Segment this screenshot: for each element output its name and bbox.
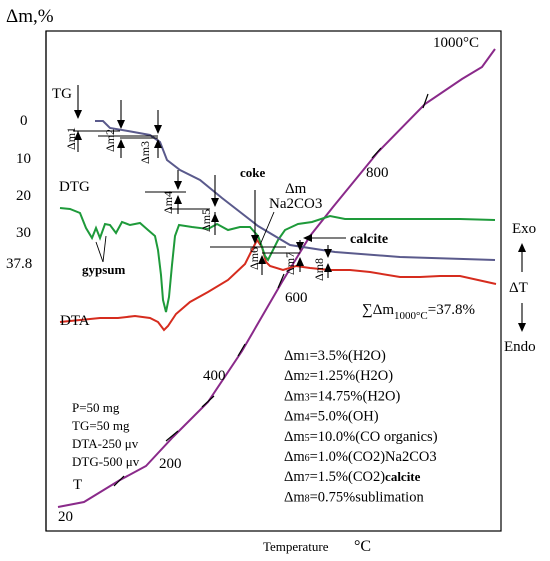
temperature-tick (277, 273, 285, 289)
step-label-dm8: Δm8 (312, 258, 326, 281)
mass-loss-item: Δm1=3.5%(H2O) (284, 348, 386, 364)
temperature-tick (371, 147, 382, 159)
annotation-gypsum: gypsum (82, 262, 126, 277)
gypsum-leader (95, 241, 104, 263)
step-labels: Δm1 Δm2 Δm3 Δm4 Δm5 Δm6 Δm7 Δm8 (64, 127, 326, 281)
parameters-block: P=50 mg TG=50 mg DTA-250 μv DTG-500 μv (72, 400, 140, 469)
step-label-dm7: Δm7 (283, 252, 297, 275)
temperature-tick (113, 475, 125, 487)
temperature-label: 20 (58, 509, 73, 525)
param-line: P=50 mg (72, 400, 120, 415)
annotation-na2co3: Na2CO3 (269, 196, 322, 212)
annotation-coke: coke (240, 165, 266, 180)
temperature-tick (237, 343, 246, 357)
step-label-dm1: Δm1 (64, 127, 78, 150)
gypsum-leader-2 (102, 235, 107, 263)
temperature-tick (165, 430, 179, 442)
temperature-tick (201, 395, 215, 408)
mass-loss-item: Δm6=1.0%(CO2)Na2CO3 (284, 449, 437, 465)
temperature-label: 1000°C (433, 35, 479, 51)
mass-loss-item: Δm3=14.75%(H2O) (284, 388, 401, 404)
mass-loss-item: Δm5=10.0%(CO organics) (284, 429, 438, 445)
step-label-dm2: Δm2 (103, 129, 117, 152)
label-endo: Endo (504, 339, 536, 355)
series-label-dta: DTA (60, 313, 90, 329)
x-axis-unit: °C (354, 538, 371, 555)
step-label-dm6: Δm6 (247, 247, 261, 270)
label-exo: Exo (512, 221, 536, 237)
y-axis-title: Δm,% (6, 6, 54, 27)
exo-arrowhead (518, 243, 526, 252)
calcite-arrowhead (303, 234, 312, 242)
endo-arrowhead (518, 323, 526, 332)
temperature-label: 800 (366, 165, 389, 181)
series-t-line (57, 48, 496, 508)
step-guides (73, 130, 300, 254)
y-tick-label: 0 (20, 113, 28, 129)
series-dta-line (59, 238, 497, 332)
series-tg-line (95, 120, 496, 261)
param-line: DTG-500 μv (72, 454, 140, 469)
series-dtg-line (59, 207, 496, 313)
label-delta-t: ΔT (509, 280, 528, 296)
y-tick-label: 30 (16, 225, 31, 241)
param-line: DTA-250 μv (72, 436, 139, 451)
mass-loss-item: Δm8=0.75%sublimation (284, 489, 424, 505)
step-label-dm5: Δm5 (199, 209, 213, 232)
series-label-dtg: DTG (59, 179, 90, 195)
mass-loss-item: Δm4=5.0%(OH) (284, 409, 379, 425)
temperature-label: 400 (203, 368, 226, 384)
series-label-t: T (73, 477, 82, 493)
param-line: TG=50 mg (72, 418, 130, 433)
mass-loss-item: Δm2=1.25%(H2O) (284, 368, 393, 384)
mass-loss-list: Δm1=3.5%(H2O) Δm2=1.25%(H2O) Δm3=14.75%(H2… (284, 348, 438, 505)
na2co3-leader (259, 211, 275, 246)
y-tick-label: 20 (16, 188, 31, 204)
annotation-sum: ∑Δm1000°C=37.8% (362, 302, 475, 322)
step-label-dm4: Δm4 (161, 191, 175, 214)
y-tick-labels: 0 10 20 30 37.8 (6, 113, 32, 272)
step-arrowheads (74, 110, 332, 272)
series-label-tg: TG (52, 86, 72, 102)
temperature-labels: 20 200 400 600 800 1000°C (58, 35, 479, 525)
temperature-ticks (113, 93, 429, 487)
temperature-label: 600 (285, 290, 308, 306)
x-axis-title: Temperature (263, 539, 329, 554)
step-label-dm3: Δm3 (138, 141, 152, 164)
mass-loss-item: Δm7=1.5%(CO2)calcite (284, 469, 421, 485)
y-tick-label: 10 (16, 151, 31, 167)
y-tick-label: 37.8 (6, 256, 32, 272)
annotation-dm: Δm (285, 181, 307, 197)
temperature-label: 200 (159, 456, 182, 472)
temperature-tick (422, 93, 429, 109)
annotation-calcite: calcite (350, 232, 388, 247)
